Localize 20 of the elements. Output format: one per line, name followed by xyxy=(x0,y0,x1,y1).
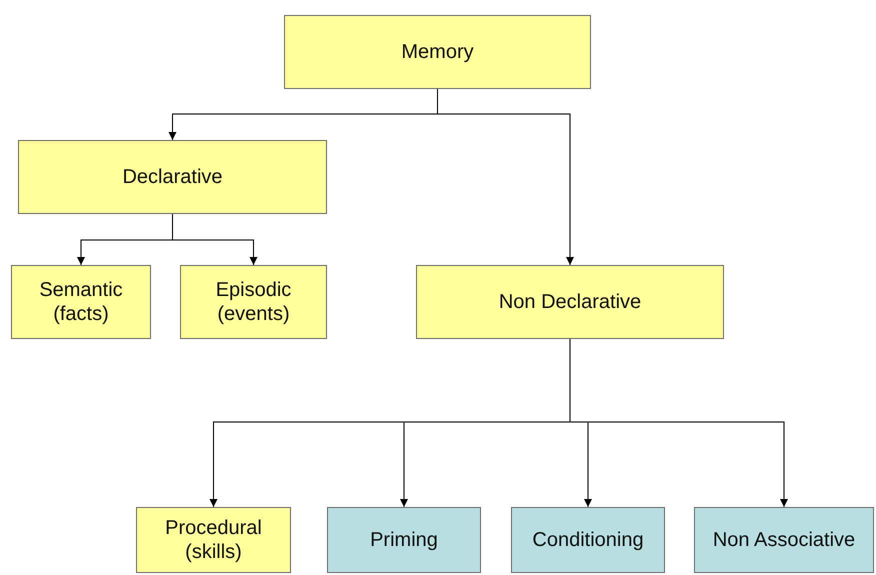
box-label: Priming xyxy=(370,528,438,552)
box-label: Procedural (skills) xyxy=(164,516,263,564)
box-label: Non Associative xyxy=(712,528,856,552)
category-box xyxy=(18,140,327,214)
box-label: Episodic (events) xyxy=(214,278,292,326)
category-box xyxy=(136,507,291,573)
category-box xyxy=(416,265,724,339)
box-label: Semantic (facts) xyxy=(38,278,124,326)
box-label: Non Declarative xyxy=(498,290,642,314)
category-box xyxy=(327,507,481,573)
arrow xyxy=(437,88,574,266)
box-label: Conditioning xyxy=(532,528,644,552)
box-label: Memory xyxy=(401,40,474,64)
category-box xyxy=(11,265,151,339)
box-label: Declarative xyxy=(122,165,223,189)
category-box xyxy=(511,507,665,573)
category-box xyxy=(284,15,591,89)
arrow xyxy=(172,214,258,266)
category-box xyxy=(180,265,327,339)
category-box xyxy=(694,507,874,573)
